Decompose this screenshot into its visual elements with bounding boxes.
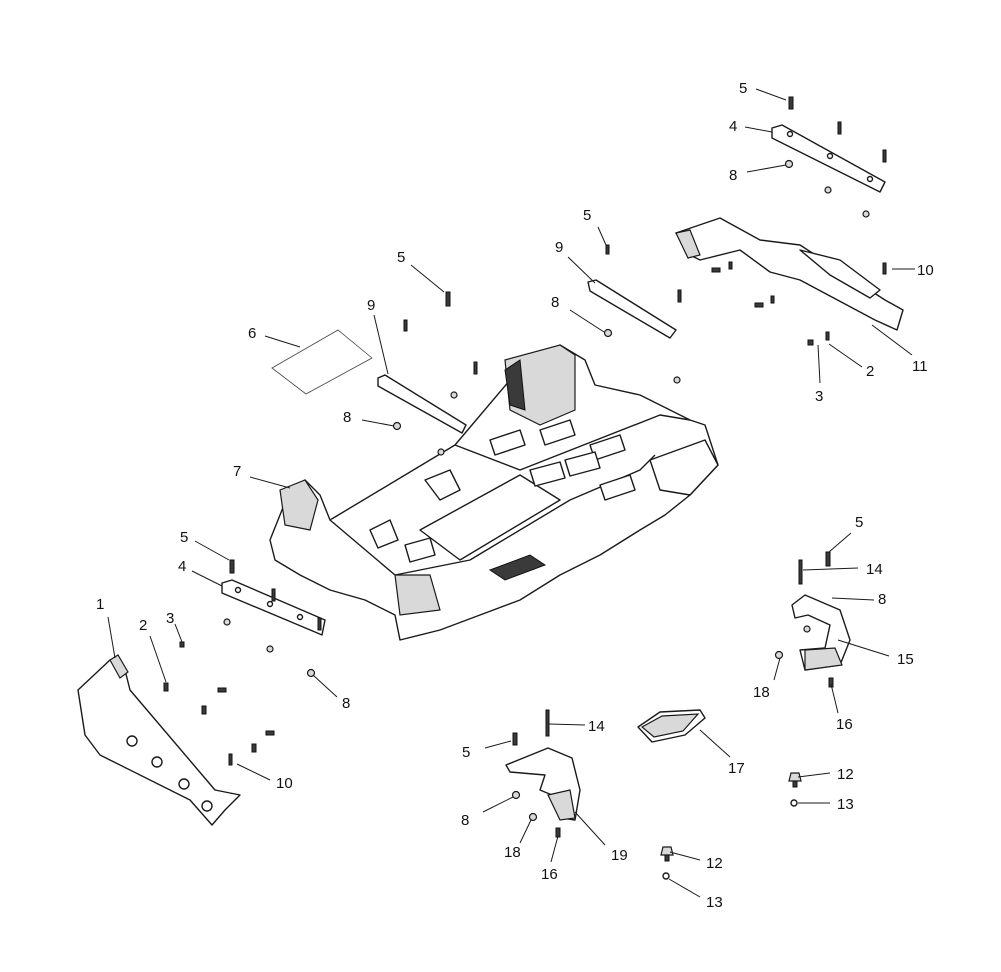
callout-15: 15 xyxy=(897,651,914,668)
callout-6: 6 xyxy=(248,325,256,342)
callout-13: 13 xyxy=(706,894,723,911)
fastener-hardware xyxy=(163,96,887,880)
callout-9: 9 xyxy=(367,297,375,314)
callout-2: 2 xyxy=(139,617,147,634)
floor-tub-part xyxy=(269,344,719,641)
rear-bumper-part xyxy=(675,217,904,331)
access-panel-part xyxy=(637,709,706,743)
callout-8: 8 xyxy=(729,167,737,184)
callout-8: 8 xyxy=(461,812,469,829)
callout-8: 8 xyxy=(551,294,559,311)
callout-3: 3 xyxy=(815,388,823,405)
callout-10: 10 xyxy=(276,775,293,792)
callout-labels: 1 2 2 3 3 4 4 5 5 5 5 5 5 6 7 8 8 8 8 8 … xyxy=(96,80,934,911)
callout-8: 8 xyxy=(343,409,351,426)
callout-12: 12 xyxy=(837,766,854,783)
front-bumper-part xyxy=(77,654,241,826)
decal-part xyxy=(271,329,373,395)
callout-19: 19 xyxy=(611,847,628,864)
front-mount-bracket-part xyxy=(221,579,326,636)
callout-8: 8 xyxy=(878,591,886,608)
callout-12: 12 xyxy=(706,855,723,872)
callout-5: 5 xyxy=(462,744,470,761)
callout-4: 4 xyxy=(178,558,186,575)
leader-lines xyxy=(107,88,915,898)
callout-5: 5 xyxy=(855,514,863,531)
callout-1: 1 xyxy=(96,596,104,613)
callout-17: 17 xyxy=(728,760,745,777)
callout-18: 18 xyxy=(504,844,521,861)
callout-5: 5 xyxy=(397,249,405,266)
left-grab-handle-part xyxy=(505,747,581,821)
callout-14: 14 xyxy=(588,718,605,735)
callout-10: 10 xyxy=(917,262,934,279)
callout-13: 13 xyxy=(837,796,854,813)
rear-strap-part xyxy=(587,279,677,339)
callout-5: 5 xyxy=(739,80,747,97)
callout-16: 16 xyxy=(836,716,853,733)
callout-4: 4 xyxy=(729,118,737,135)
callout-8: 8 xyxy=(342,695,350,712)
callout-2: 2 xyxy=(866,363,874,380)
callout-7: 7 xyxy=(233,463,241,480)
callout-3: 3 xyxy=(166,610,174,627)
callout-5: 5 xyxy=(583,207,591,224)
right-grab-handle-part xyxy=(791,594,851,671)
callout-5: 5 xyxy=(180,529,188,546)
callout-9: 9 xyxy=(555,239,563,256)
front-strap-part xyxy=(377,374,467,434)
callout-18: 18 xyxy=(753,684,770,701)
callout-16: 16 xyxy=(541,866,558,883)
callout-14: 14 xyxy=(866,561,883,578)
rear-mount-bracket-part xyxy=(771,124,886,193)
callout-11: 11 xyxy=(912,358,928,375)
